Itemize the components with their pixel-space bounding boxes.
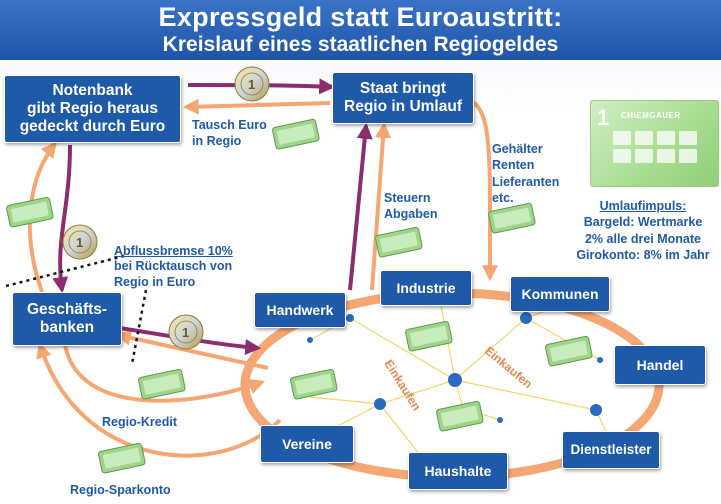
svg-text:1: 1: [248, 77, 255, 92]
regio-banknote-icon: [98, 442, 146, 474]
title-banner: Expressgeld statt Euroaustritt: Kreislau…: [0, 0, 721, 60]
umlaufimpuls-note: Umlaufimpuls: Bargeld: Wertmarke 2% alle…: [565, 198, 721, 263]
einkaufen-label-2: Einkaufen: [482, 344, 535, 392]
note-digit: 1: [597, 105, 610, 130]
network-node-icon: [374, 398, 386, 410]
label-abfluss-body: bei Rücktausch von Regio in Euro: [114, 259, 233, 290]
umlaufimpuls-line1: Bargeld: Wertmarke: [583, 215, 703, 230]
regio-banknote-icon: [545, 335, 593, 367]
regio-banknote-icon: [405, 320, 453, 352]
arrow-regio-sparkonto: [36, 341, 282, 458]
node-haushalte: Haushalte: [408, 452, 508, 490]
euro-coin-icon: 1: [168, 314, 204, 350]
svg-text:1: 1: [76, 235, 83, 250]
label-regio-kredit: Regio-Kredit: [102, 415, 177, 429]
node-geschaeftsbanken: Geschäfts- banken: [12, 292, 122, 346]
node-notenbank: Notenbank gibt Regio heraus gedeckt durc…: [4, 75, 181, 143]
label-regio-sparkonto: Regio-Sparkonto: [70, 483, 171, 497]
node-industrie: Industrie: [380, 270, 472, 306]
arrow-notenbank-to-geschaeftsbanken: [52, 144, 72, 294]
arrow-steuern-to-staat: [370, 121, 392, 291]
network-node-icon: [590, 404, 602, 416]
umlaufimpuls-title: Umlaufimpuls:: [599, 199, 687, 213]
umlaufimpuls-line2: 2% alle drei Monate: [584, 231, 701, 246]
svg-text:1: 1: [182, 325, 189, 340]
einkaufen-label-1: Einkaufen: [381, 357, 423, 413]
arrow-staat-to-notenbank-orange: [182, 98, 331, 115]
node-dienstleister: Dienstleister: [562, 431, 660, 469]
regio-banknote-icon: [138, 368, 186, 400]
umlaufimpuls-line3: Girokonto: 8% im Jahr: [576, 247, 710, 262]
network-node-icon: [346, 314, 354, 322]
arrow-handwerk-to-staat: [348, 122, 373, 291]
network-node-icon: [497, 417, 503, 423]
euro-coin-icon: 1: [62, 224, 98, 260]
note-name: CHIEMGAUER: [621, 111, 681, 120]
arrow-ring-to-geschaeftsbanken: [114, 329, 269, 370]
regio-note-image: 1 CHIEMGAUER: [590, 100, 719, 187]
abflussbremse-barrier: [5, 254, 125, 288]
network-node-icon: [597, 357, 603, 363]
regio-banknote-icon: [6, 196, 54, 228]
euro-coin-icon: 1: [234, 66, 270, 102]
node-vereine: Vereine: [260, 425, 354, 463]
label-abfluss-title: Abflussbremse 10%: [114, 244, 233, 258]
network-node-icon: [448, 373, 462, 387]
regio-banknote-icon: [290, 368, 338, 400]
abflussbremse-barrier-2: [130, 289, 148, 365]
arrow-regio-kredit: [63, 344, 266, 403]
label-gehaelter: Gehälter Renten Lieferanten etc.: [492, 142, 560, 205]
title-line2: Kreislauf eines staatlichen Regiogeldes: [162, 33, 559, 56]
regio-banknote-icon: [375, 226, 423, 258]
regio-banknote-icon: [272, 118, 320, 150]
label-tausch: Tausch Euro in Regio: [192, 118, 267, 149]
node-handwerk: Handwerk: [254, 292, 346, 328]
network-node-icon: [307, 337, 313, 343]
arrow-staat-to-kommunen: [468, 98, 499, 282]
network-node-icon: [520, 312, 532, 324]
node-handel: Handel: [614, 345, 706, 385]
title-line1: Expressgeld statt Euroaustritt:: [158, 2, 563, 32]
node-kommunen: Kommunen: [510, 276, 610, 312]
note-stamp-grid: [613, 131, 697, 163]
label-steuern: Steuern Abgaben: [384, 191, 438, 222]
regio-banknote-icon: [436, 400, 484, 432]
node-staat: Staat bringt Regio in Umlauf: [332, 72, 474, 124]
regio-banknote-icon: [488, 202, 536, 234]
